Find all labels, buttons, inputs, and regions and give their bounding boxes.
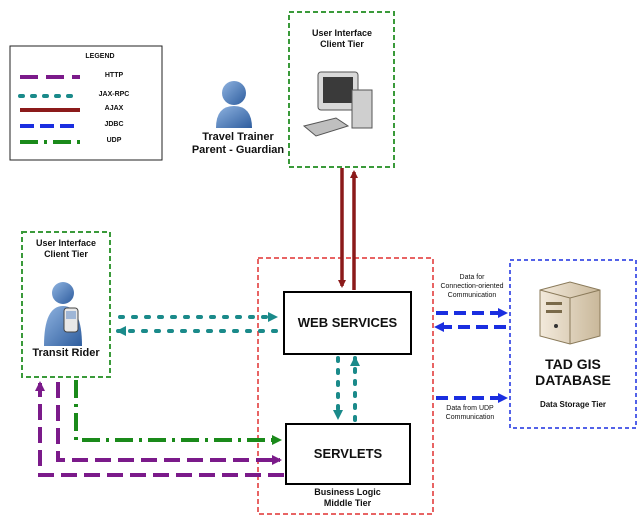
data-tier-box [509, 259, 637, 429]
legend-label-udp: UDP [106, 137, 122, 144]
annotation-connection: Data for Connection-oriented Communicati… [432, 273, 512, 300]
database-label: TAD GIS DATABASE [512, 356, 634, 388]
server-icon [539, 281, 601, 345]
trainer-line2: Parent - Guardian [191, 144, 285, 156]
trainer-line1: Travel Trainer [202, 131, 274, 143]
middle-tier-line1: Business Logic [314, 487, 381, 497]
database-line2: DATABASE [535, 372, 611, 388]
middle-tier-label: Business Logic Middle Tier [290, 487, 405, 509]
web-services-box [283, 291, 412, 355]
legend-label-jaxrpc: JAX-RPC [98, 91, 130, 98]
data-tier-label: Data Storage Tier [539, 400, 607, 409]
phone-user-icon [44, 282, 82, 346]
http-arrow-to-servlets [56, 382, 282, 465]
client-tier-left-label: User Interface Client Tier [24, 238, 108, 260]
client-tier-top-line1: User Interface [311, 28, 373, 38]
annotation-connection-line1: Data for [459, 274, 485, 281]
client-tier-left-line1: User Interface [35, 238, 97, 248]
annotation-udp-line1: Data from UDP [446, 405, 494, 412]
annotation-connection-line3: Communication [447, 292, 497, 299]
servlets-box [285, 423, 411, 485]
client-tier-top-line2: Client Tier [320, 39, 364, 49]
database-line1: TAD GIS [545, 356, 601, 372]
legend-label-ajax: AJAX [104, 105, 124, 112]
servlets-label: SERVLETS [313, 446, 383, 461]
legend-label-jdbc: JDBC [104, 121, 124, 128]
rider-label: Transit Rider [32, 347, 100, 359]
middle-tier-line2: Middle Tier [323, 498, 372, 508]
http-arrow-to-rider [35, 381, 284, 477]
trainer-label: Travel Trainer Parent - Guardian [180, 131, 296, 157]
client-tier-top-label: User Interface Client Tier [292, 28, 392, 50]
person-icon [216, 81, 252, 128]
client-tier-left-box [21, 231, 111, 378]
legend-title: LEGEND [85, 53, 115, 60]
legend-label-http: HTTP [104, 72, 124, 79]
web-services-label: WEB SERVICES [297, 315, 398, 330]
computer-icon [302, 71, 373, 137]
annotation-connection-line2: Connection-oriented [440, 283, 504, 290]
annotation-udp: Data from UDP Communication [430, 404, 510, 422]
annotation-udp-line2: Communication [445, 414, 495, 421]
client-tier-left-line2: Client Tier [44, 249, 88, 259]
client-tier-top-box [288, 11, 395, 168]
udp-arrow-to-servlets [74, 380, 282, 445]
